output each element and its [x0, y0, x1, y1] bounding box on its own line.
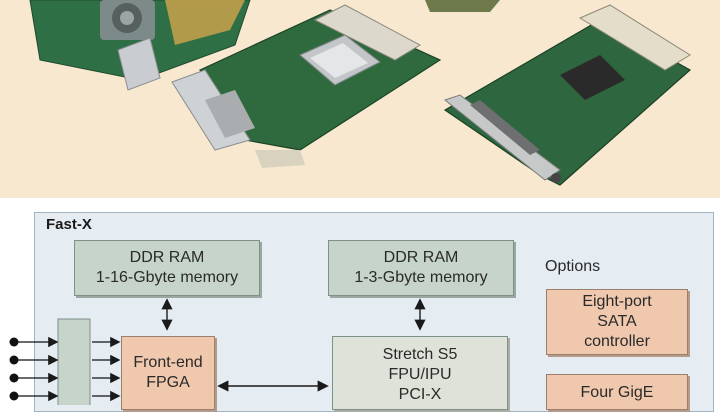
board-processor-card [171, 4, 442, 168]
stretch-line2: FPU/IPU [388, 366, 452, 383]
ddr-ram-left-box: DDR RAM 1-16-Gbyte memory [74, 240, 260, 296]
gige-line1: Four GigE [580, 384, 654, 401]
product-photo [0, 0, 720, 198]
boards-illustration [29, 0, 692, 186]
block-diagram: Fast-X DDR RA [0, 198, 720, 412]
ddr-ram-right-box: DDR RAM 1-3-Gbyte memory [328, 240, 514, 296]
connection-arrows [9, 298, 426, 405]
sata-line1: Eight-port [582, 293, 652, 310]
stretch-s5-box: Stretch S5 FPU/IPU PCI-X [332, 336, 508, 410]
ddr-left-line2: 1-16-Gbyte memory [95, 269, 239, 286]
gige-box: Four GigE [546, 374, 688, 410]
ddr-left-line1: DDR RAM [129, 249, 205, 266]
fpga-line2: FPGA [146, 374, 190, 391]
ddr-right-line1: DDR RAM [383, 249, 459, 266]
sata-line3: controller [584, 333, 650, 350]
board-pci-card [29, 0, 251, 91]
input-bus-block [57, 318, 91, 405]
options-label: Options [545, 258, 601, 275]
ddr-right-line2: 1-3-Gbyte memory [354, 269, 488, 286]
sata-controller-box: Eight-port SATA controller [546, 289, 688, 355]
board-fragment [425, 0, 500, 12]
board-compact-card [443, 4, 692, 186]
input-lines [9, 336, 121, 402]
fpga-line1: Front-end [133, 354, 203, 371]
sata-line2: SATA [597, 313, 637, 330]
stretch-line1: Stretch S5 [382, 346, 458, 363]
front-end-fpga-box: Front-end FPGA [121, 336, 215, 410]
stretch-line3: PCI-X [398, 386, 442, 403]
diagram-title: Fast-X [46, 216, 92, 233]
